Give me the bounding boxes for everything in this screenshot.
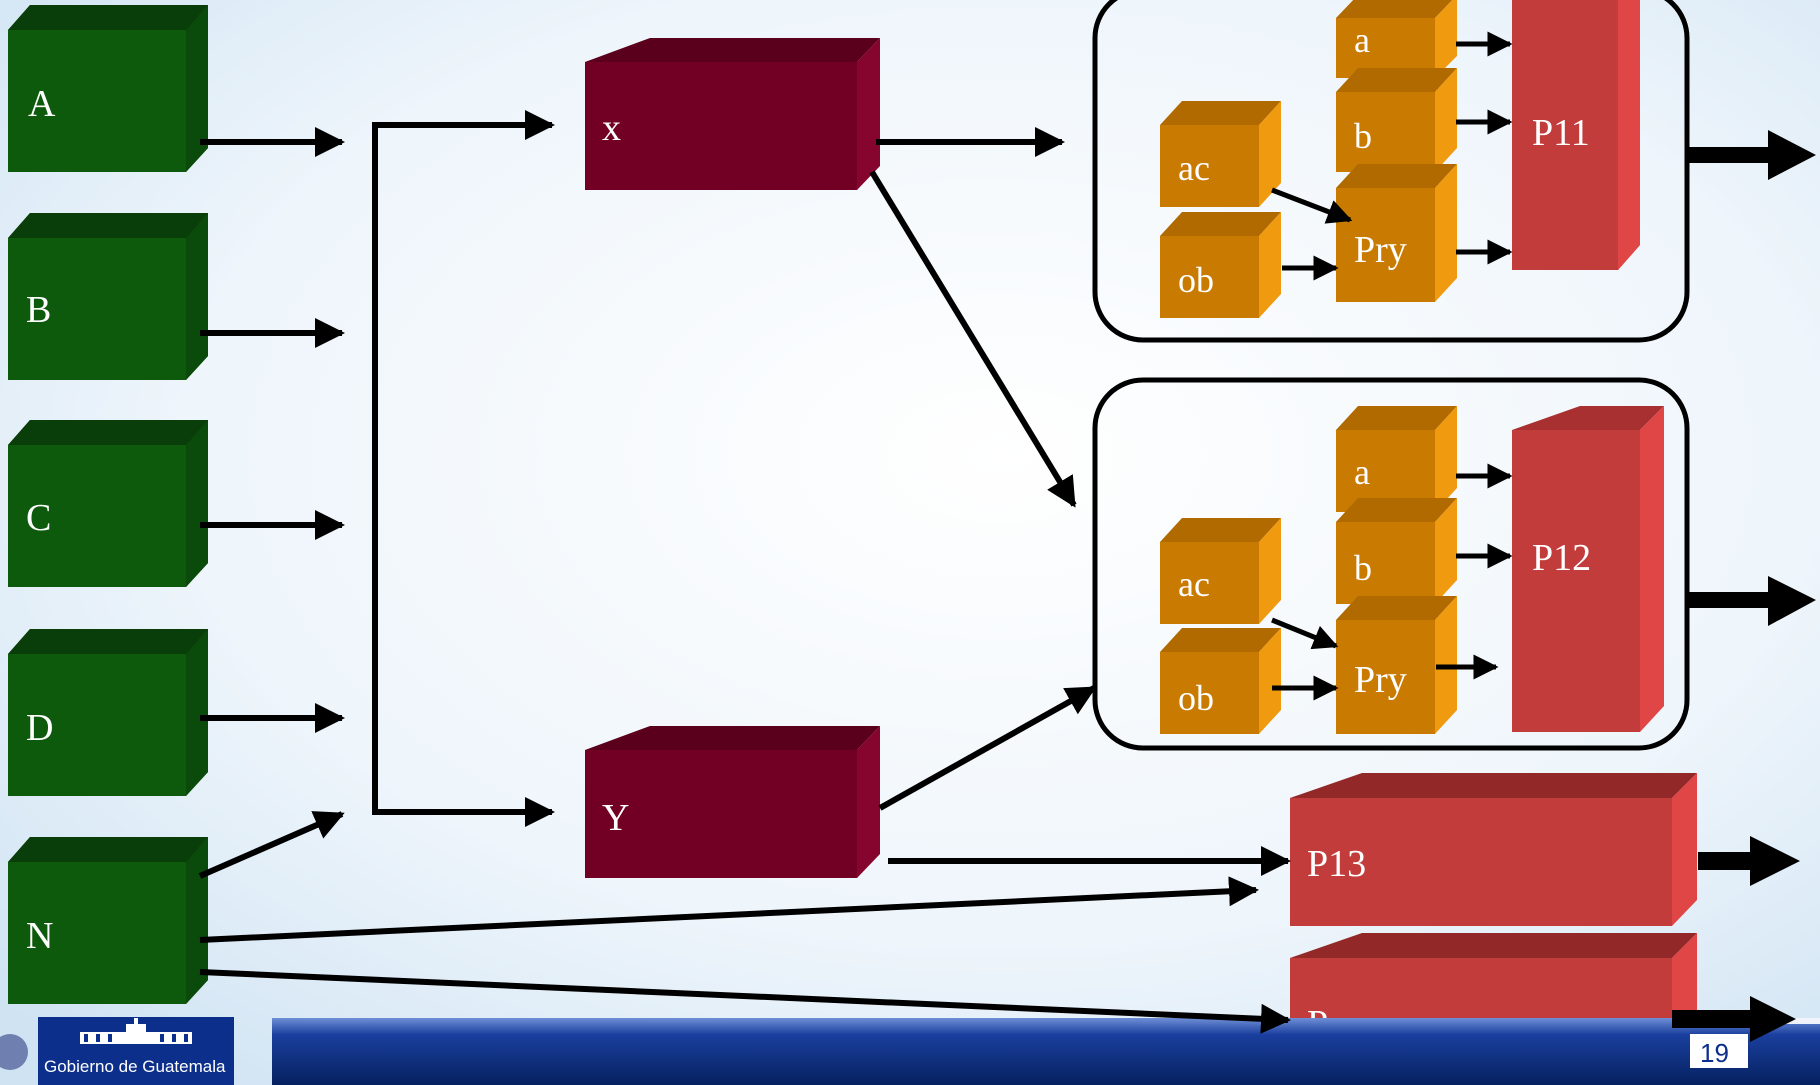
middle-label-x: x [602, 107, 621, 149]
middle-block-y: Y [585, 726, 880, 878]
group2-label-a: a [1354, 452, 1370, 492]
group2-label-b: b [1354, 548, 1372, 588]
group1-block-ac: ac [1160, 101, 1281, 207]
footer-page-box [1690, 1034, 1748, 1068]
group2-block-a: a [1336, 406, 1457, 512]
middle-block-x: x [585, 38, 880, 190]
group1-label-pry: Pry [1354, 229, 1407, 271]
middle-label-y: Y [602, 797, 629, 839]
group2-label-pry: Pry [1354, 659, 1407, 701]
input-block-d: D [8, 629, 208, 796]
arrow-y-to-group2 [878, 685, 1097, 811]
group2-block-b: b [1336, 498, 1457, 604]
footer-logo-text: Gobierno de Guatemala [44, 1057, 226, 1076]
group1-label-ob: ob [1178, 260, 1214, 300]
input-label-b: B [26, 289, 51, 331]
arrow-n-to-bus [198, 811, 345, 879]
bus-bracket [372, 122, 552, 815]
group-container-2 [1092, 377, 1690, 751]
footer: 19 Gobierno de Guatemala [0, 1017, 1820, 1085]
arrow-g1-ac-to-pry [1271, 187, 1353, 224]
group1-block-ob: ob [1160, 212, 1281, 318]
group2-label-ac: ac [1178, 564, 1210, 604]
product-block-p12: P12 [1512, 406, 1664, 732]
input-block-a: A [8, 5, 208, 172]
product-block-p13: P13 [1290, 773, 1697, 926]
input-label-c: C [26, 497, 51, 539]
arrow-n-to-pn [199, 969, 1291, 1034]
output-arrow-p12 [1688, 576, 1816, 626]
connectors [198, 31, 1513, 1034]
group1-block-pry: Pry [1336, 164, 1457, 302]
footer-page-number: 19 [1700, 1038, 1729, 1068]
product-label-p13: P13 [1307, 843, 1366, 885]
input-label-n: N [26, 915, 53, 957]
input-block-c: C [8, 420, 208, 587]
arrow-x-to-group2 [869, 170, 1077, 508]
government-logo: Gobierno de Guatemala [0, 1017, 234, 1085]
input-block-n: N [8, 837, 208, 1004]
output-arrow-pn [1672, 996, 1796, 1042]
group-container-1 [1092, 0, 1690, 343]
group1-label-a: a [1354, 20, 1370, 60]
input-label-a: A [28, 83, 56, 125]
group1-label-b: b [1354, 116, 1372, 156]
group1-block-b: b [1336, 68, 1457, 172]
product-label-p12: P12 [1532, 537, 1591, 579]
output-arrow-p11 [1688, 130, 1816, 180]
product-label-p11: P11 [1532, 112, 1590, 154]
palace-icon [80, 1018, 192, 1044]
group1-block-a: a [1336, 0, 1457, 78]
arrow-n-to-p13 [199, 876, 1259, 943]
product-block-p11: P11 [1512, 0, 1640, 270]
input-block-b: B [8, 213, 208, 380]
group2-label-ob: ob [1178, 678, 1214, 718]
input-label-d: D [26, 707, 53, 749]
group2-block-ob: ob [1160, 628, 1281, 734]
group2-block-pry: Pry [1336, 596, 1457, 734]
group2-block-ac: ac [1160, 518, 1281, 624]
output-arrows [1672, 130, 1816, 1042]
arrow-g2-ac-to-pry [1271, 617, 1339, 650]
footer-bar [272, 1018, 1820, 1085]
output-arrow-p13 [1698, 836, 1800, 886]
coat-of-arms-icon [0, 1034, 28, 1070]
group1-label-ac: ac [1178, 148, 1210, 188]
